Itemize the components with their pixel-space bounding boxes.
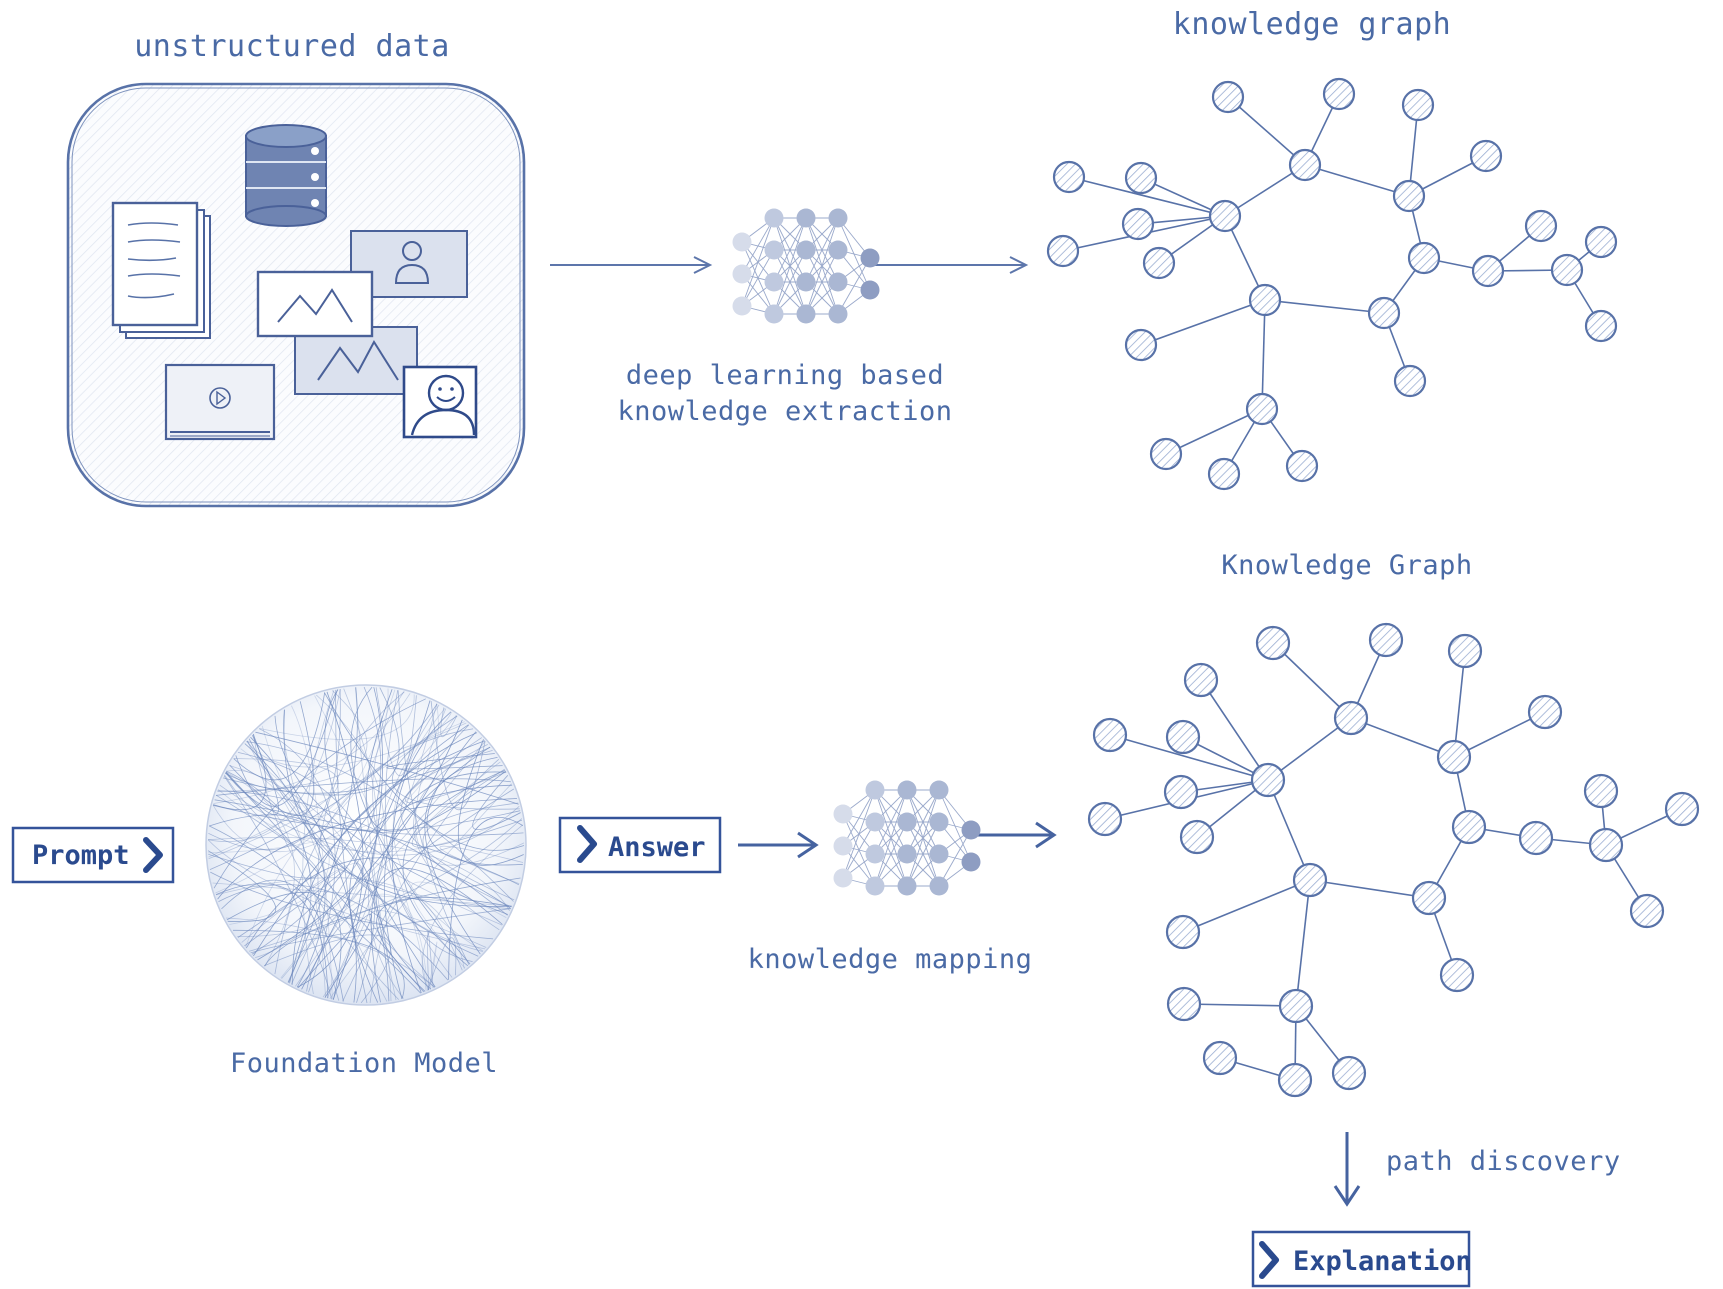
graph-node xyxy=(1333,700,1369,736)
graph-node xyxy=(1121,207,1155,241)
sphere-icon xyxy=(205,684,527,1006)
graph-node xyxy=(1469,139,1503,173)
foundation-model-label: Foundation Model xyxy=(230,1048,498,1079)
image-icon xyxy=(294,326,418,395)
arrow-right-icon xyxy=(738,831,819,859)
knowledge-graph-top xyxy=(1046,77,1618,491)
graph-node xyxy=(1518,820,1554,856)
graph-node xyxy=(1588,827,1624,863)
arrow-down-icon xyxy=(1333,1132,1361,1207)
document-icon xyxy=(111,201,211,339)
graph-node xyxy=(1046,234,1080,268)
graph-node xyxy=(1052,160,1086,194)
graph-node xyxy=(1583,773,1619,809)
neural-network-icon xyxy=(833,780,981,896)
graph-node xyxy=(1331,1055,1367,1091)
answer-button-label: Answer xyxy=(608,832,706,863)
deep-learning-label-line2: knowledge extraction xyxy=(617,396,952,427)
graph-node xyxy=(1411,880,1447,916)
graph-node xyxy=(1368,622,1404,658)
graph-node xyxy=(1451,809,1487,845)
graph-node xyxy=(1292,862,1328,898)
knowledge-graph-label-top: knowledge graph xyxy=(1173,7,1451,42)
arrow-right-icon xyxy=(550,256,713,274)
graph-node xyxy=(1124,328,1158,362)
graph-node xyxy=(1163,774,1199,810)
graph-node xyxy=(1207,457,1241,491)
neural-network-icon xyxy=(732,208,880,324)
graph-node xyxy=(1245,392,1279,426)
graph-node xyxy=(1277,1062,1313,1098)
knowledge-graph-bottom xyxy=(1087,622,1700,1098)
deep-learning-label-line1: deep learning based xyxy=(626,360,944,391)
graph-node xyxy=(1367,296,1401,330)
graph-node xyxy=(1527,694,1563,730)
graph-node xyxy=(1183,662,1219,698)
graph-node xyxy=(1166,986,1202,1022)
database-icon xyxy=(245,124,327,227)
knowledge-graph-label-bottom: Knowledge Graph xyxy=(1221,550,1472,581)
video-icon xyxy=(164,363,276,441)
graph-node xyxy=(1250,762,1286,798)
chevron-right-icon xyxy=(143,837,163,873)
graph-node xyxy=(1447,633,1483,669)
graph-node xyxy=(1436,739,1472,775)
unstructured-data-label: unstructured data xyxy=(134,29,450,64)
graph-node xyxy=(1393,364,1427,398)
graph-node xyxy=(1142,246,1176,280)
graph-node xyxy=(1629,893,1665,929)
graph-node xyxy=(1179,819,1215,855)
graph-node xyxy=(1278,988,1314,1024)
graph-node xyxy=(1165,914,1201,950)
chevron-right-icon xyxy=(577,825,597,863)
graph-node xyxy=(1149,437,1183,471)
knowledge-mapping-label: knowledge mapping xyxy=(748,944,1033,975)
smiley-icon xyxy=(402,365,478,439)
graph-node xyxy=(1322,77,1356,111)
graph-node xyxy=(1248,283,1282,317)
graph-node xyxy=(1471,254,1505,288)
graph-node xyxy=(1208,199,1242,233)
image-icon xyxy=(256,270,374,338)
graph-node xyxy=(1584,309,1618,343)
graph-node xyxy=(1092,717,1128,753)
prompt-button[interactable]: Prompt xyxy=(11,826,175,884)
graph-node xyxy=(1550,253,1584,287)
graph-node xyxy=(1664,791,1700,827)
graph-node xyxy=(1288,148,1322,182)
explanation-button-label: Explanation xyxy=(1293,1246,1472,1277)
graph-node xyxy=(1407,241,1441,275)
graph-node xyxy=(1165,719,1201,755)
graph-node xyxy=(1211,80,1245,114)
graph-node xyxy=(1584,225,1618,259)
graph-node xyxy=(1255,625,1291,661)
arrow-right-icon xyxy=(976,821,1057,849)
graph-node xyxy=(1202,1040,1238,1076)
chevron-right-icon xyxy=(1259,1241,1279,1279)
graph-node xyxy=(1439,957,1475,993)
arrow-right-icon xyxy=(866,256,1029,274)
answer-button[interactable]: Answer xyxy=(558,816,722,874)
graph-node xyxy=(1524,209,1558,243)
explanation-button[interactable]: Explanation xyxy=(1251,1230,1472,1288)
graph-node xyxy=(1401,88,1435,122)
graph-node xyxy=(1087,801,1123,837)
prompt-button-label: Prompt xyxy=(32,840,130,871)
graph-node xyxy=(1392,179,1426,213)
graph-node xyxy=(1285,449,1319,483)
graph-node xyxy=(1124,161,1158,195)
path-discovery-label: path discovery xyxy=(1386,1146,1621,1177)
